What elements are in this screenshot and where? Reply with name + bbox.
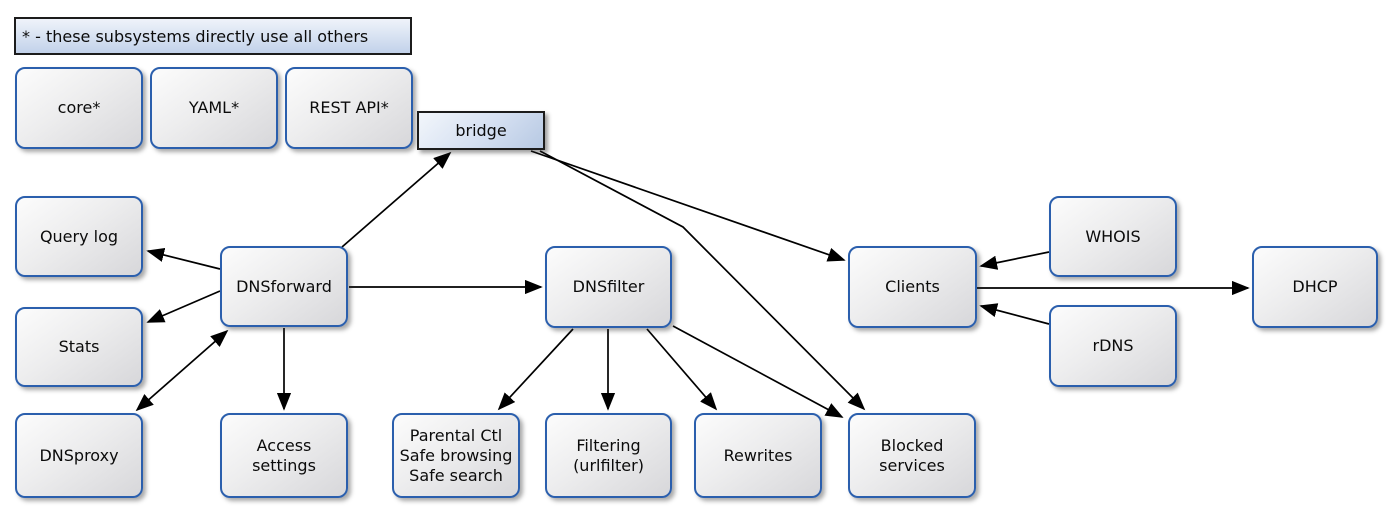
edge-dnsfilter-to-blocked-services xyxy=(672,325,844,418)
node-filtering-urlfilter: Filtering (urlfilter) xyxy=(545,413,672,498)
edge-bridge-to-blocked-services xyxy=(539,150,866,411)
node-core: core* xyxy=(15,67,143,149)
node-access-settings: Access settings xyxy=(220,413,348,498)
node-clients: Clients xyxy=(848,246,977,328)
node-yaml: YAML* xyxy=(150,67,278,149)
edge-dnsfilter-to-rewrites xyxy=(646,328,718,411)
edge-dnsfilter-to-parental xyxy=(497,328,574,411)
node-rdns: rDNS xyxy=(1049,305,1177,387)
legend-note: * - these subsystems directly use all ot… xyxy=(14,17,412,55)
node-whois: WHOIS xyxy=(1049,196,1177,277)
node-blocked-services: Blocked services xyxy=(848,413,976,498)
node-dnsforward: DNSforward xyxy=(220,246,348,327)
node-dnsfilter: DNSfilter xyxy=(545,246,672,328)
node-dnsproxy: DNSproxy xyxy=(15,413,143,498)
node-bridge: bridge xyxy=(417,111,545,150)
edge-whois-to-clients xyxy=(979,251,1050,270)
node-query-log: Query log xyxy=(15,196,143,277)
edge-dnsforward-to-bridge xyxy=(341,151,452,248)
edge-rdns-to-clients xyxy=(979,303,1050,325)
edge-dnsforward-to-stats xyxy=(146,290,221,323)
edge-dnsproxy-dnsforward-bidirectional xyxy=(135,329,229,412)
node-rest-api: REST API* xyxy=(285,67,413,149)
node-stats: Stats xyxy=(15,307,143,387)
node-parental-safebrowsing-safesearch: Parental Ctl Safe browsing Safe search xyxy=(392,413,520,498)
edge-dnsforward-to-query-log xyxy=(146,247,221,270)
node-dhcp: DHCP xyxy=(1252,246,1378,328)
node-rewrites: Rewrites xyxy=(694,413,822,498)
edge-bridge-to-clients xyxy=(530,150,846,262)
